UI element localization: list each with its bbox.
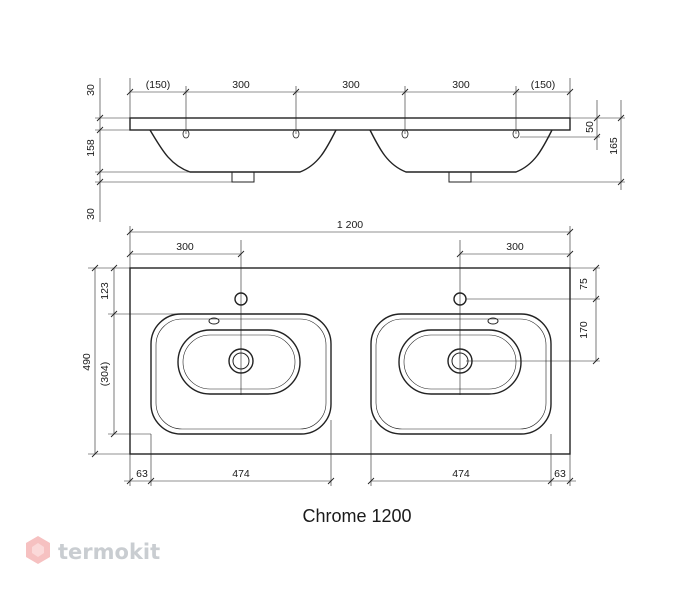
hexagon-icon-inner	[32, 543, 44, 557]
top-view-basin-left-inner	[177, 329, 301, 395]
side-dim-top-5: (150)	[531, 79, 556, 91]
side-dim-top-4: 300	[452, 79, 470, 91]
top-dim-right-1: 75	[578, 278, 590, 290]
side-view	[95, 78, 625, 222]
top-view	[88, 226, 600, 486]
top-dim-left-3: (304)	[99, 362, 111, 387]
side-dim-top-3: 300	[342, 79, 360, 91]
side-dim-right-2: 165	[608, 137, 620, 155]
watermark-text: termokit	[58, 540, 160, 564]
top-dim-bottom-4: 63	[554, 468, 566, 480]
top-dim-overall-width: 1 200	[337, 219, 363, 231]
side-view-bowl-left	[149, 129, 337, 173]
top-dim-tap-left: 300	[176, 241, 194, 253]
top-dim-bottom-2: 474	[232, 468, 250, 480]
top-view-basin-right-rim	[375, 318, 547, 430]
overflow-right	[487, 317, 499, 325]
top-dim-right-2: 170	[578, 321, 590, 339]
overflow-left	[208, 317, 220, 325]
top-view-basin-left-inner2	[182, 334, 296, 390]
top-dim-left-2: 490	[81, 353, 93, 371]
side-dim-left-2: 158	[85, 139, 97, 157]
side-view-slab	[129, 117, 571, 131]
side-dim-top-1: (150)	[146, 79, 171, 91]
termokit-logo: termokit	[26, 536, 160, 564]
top-dim-left-1: 123	[99, 282, 111, 300]
drawing-caption: Chrome 1200	[302, 506, 411, 526]
side-dim-left-1: 30	[85, 84, 97, 96]
top-dim-bottom-3: 474	[452, 468, 470, 480]
side-dim-right-1: 50	[584, 121, 596, 133]
top-dim-tap-right: 300	[506, 241, 524, 253]
side-dim-top-2: 300	[232, 79, 250, 91]
side-dim-left-3: 30	[85, 208, 97, 220]
side-view-drain-left	[231, 171, 255, 183]
top-view-basin-right-outer	[370, 313, 552, 435]
side-view-drain-right	[448, 171, 472, 183]
side-view-bowl-right	[369, 129, 553, 173]
top-dim-bottom-1: 63	[136, 468, 148, 480]
